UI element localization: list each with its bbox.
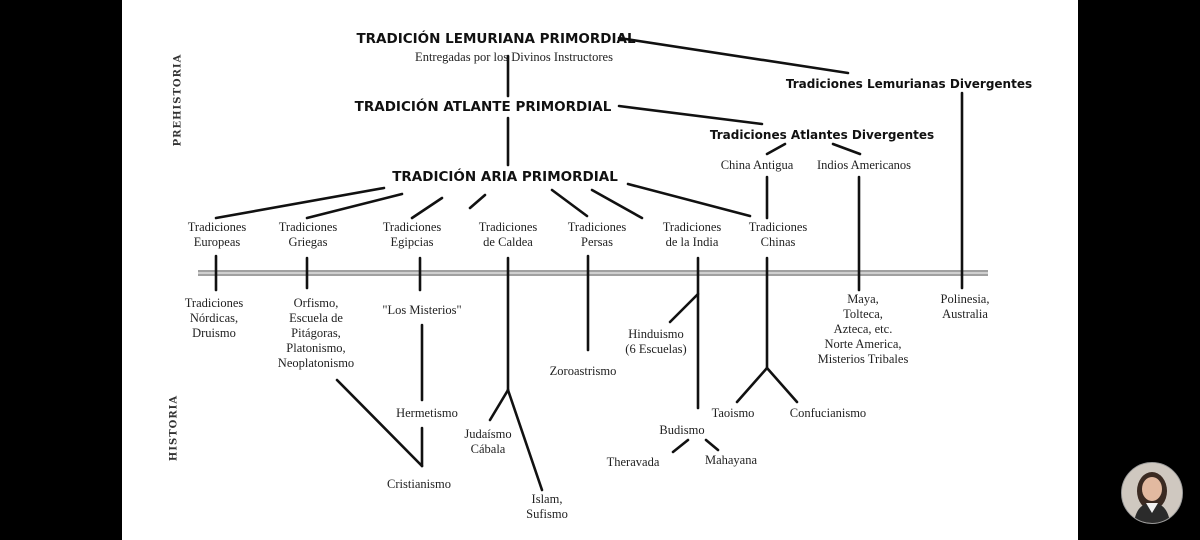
theravada: Theravada — [606, 455, 660, 469]
hinduismo-6-escuelas: Hinduismo(6 Escuelas) — [625, 327, 687, 356]
taoismo: Taoismo — [711, 406, 755, 420]
los-misterios: "Los Misterios" — [382, 303, 462, 317]
cristianismo: Cristianismo — [387, 477, 451, 491]
mahayana: Mahayana — [704, 453, 758, 467]
tradicion-lemuriana-primordial: TRADICIÓN LEMURIANA PRIMORDIAL — [356, 31, 636, 47]
budismo: Budismo — [659, 423, 705, 437]
tradicion-atlante-primordial: TRADICIÓN ATLANTE PRIMORDIAL — [354, 99, 612, 115]
historia-label: HISTORIA — [168, 394, 180, 462]
tradiciones-lemurianas-divergentes: Tradiciones Lemurianas Divergentes — [785, 77, 1033, 91]
hermetismo: Hermetismo — [396, 406, 458, 420]
polinesia-australia: Polinesia,Australia — [940, 292, 990, 321]
tradiciones-atlantes-divergentes: Tradiciones Atlantes Divergentes — [709, 128, 935, 142]
islam-sufismo: Islam,Sufismo — [526, 492, 568, 521]
zoroastrismo: Zoroastrismo — [549, 364, 617, 378]
diagram-canvas: PREHISTORIA HISTORIA TRADICIÓN LEMURIANA… — [122, 0, 1078, 540]
connector-lines — [198, 36, 988, 492]
presenter-avatar — [1121, 462, 1183, 524]
tree-edges — [214, 36, 964, 492]
maya-tolteca-azteca: Maya,Tolteca,Azteca, etc.Norte America,M… — [817, 292, 909, 366]
confucianismo: Confucianismo — [789, 406, 867, 420]
indios-americanos: Indios Americanos — [816, 158, 912, 172]
china-antigua: China Antigua — [720, 158, 794, 172]
lemuriana-subtitle: Entregadas por los Divinos Instructores — [415, 50, 613, 64]
prehistoria-label: PREHISTORIA — [172, 53, 184, 147]
tradicion-aria-primordial: TRADICIÓN ARIA PRIMORDIAL — [392, 169, 618, 185]
